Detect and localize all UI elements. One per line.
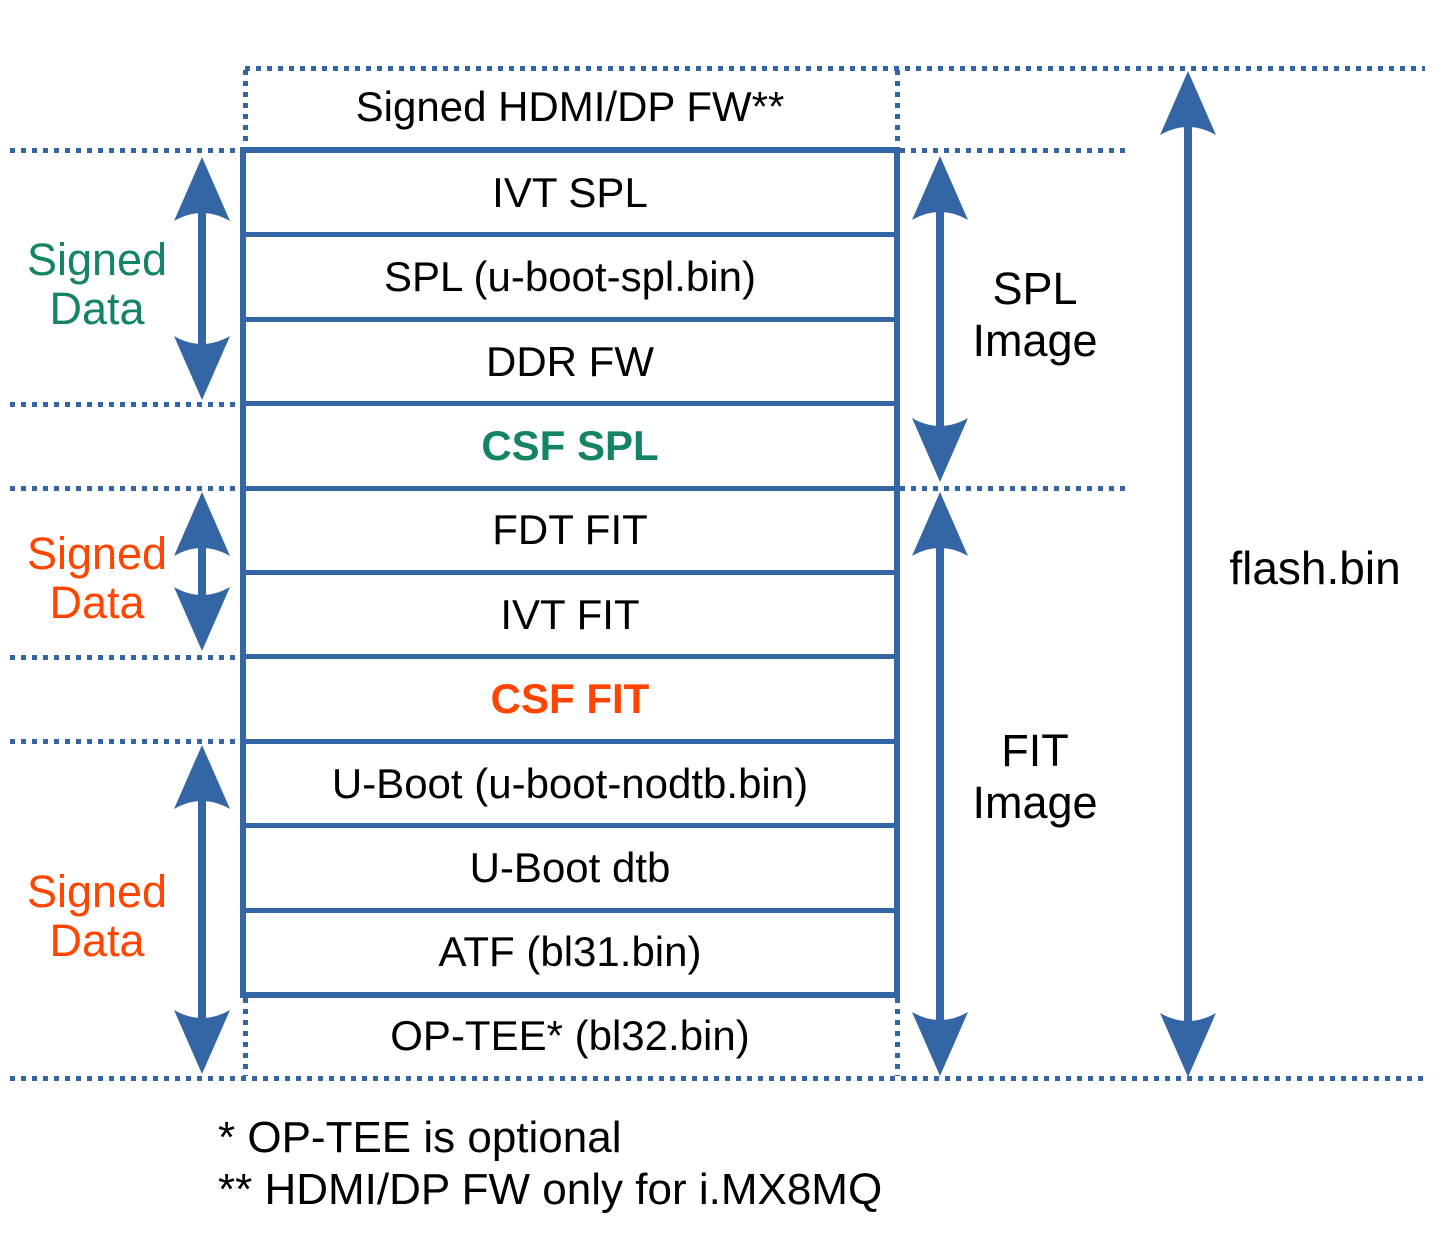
signed-data-label-spl: Signed Data bbox=[2, 235, 192, 333]
block-csf-spl: CSF SPL bbox=[246, 401, 894, 485]
block-op-tee: OP-TEE* (bl32.bin) bbox=[240, 996, 900, 1076]
block-csf-spl-label: CSF SPL bbox=[481, 421, 659, 469]
double-arrow-icon bbox=[912, 156, 968, 482]
block-csf-fit-label: CSF FIT bbox=[490, 675, 650, 723]
block-signed-hdmi-fw-label: Signed HDMI/DP FW** bbox=[355, 82, 785, 130]
block-ivt-spl-label: IVT SPL bbox=[492, 168, 648, 216]
signed-data-label-fit2-line1: Signed bbox=[26, 866, 168, 917]
block-uboot-dtb-label: U-Boot dtb bbox=[469, 843, 671, 891]
double-arrow-icon bbox=[174, 492, 230, 651]
block-atf: ATF (bl31.bin) bbox=[246, 907, 894, 992]
guide-bottom-dotted-line bbox=[10, 1076, 1425, 1081]
signed-data-label-fit2: Signed Data bbox=[2, 867, 192, 965]
optee-row-right-dotted-edge bbox=[895, 998, 900, 1076]
double-arrow-icon bbox=[174, 745, 230, 1074]
block-spl: SPL (u-boot-spl.bin) bbox=[246, 232, 894, 316]
footnotes: * OP-TEE is optional ** HDMI/DP FW only … bbox=[218, 1112, 882, 1216]
block-ddr-fw: DDR FW bbox=[246, 316, 894, 401]
fit-image-label-line1: FIT bbox=[1001, 725, 1069, 776]
block-csf-fit: CSF FIT bbox=[246, 654, 894, 738]
block-ivt-spl: IVT SPL bbox=[246, 153, 894, 232]
signed-data-label-fit1-line2: Data bbox=[49, 577, 145, 628]
block-signed-hdmi-fw: Signed HDMI/DP FW** bbox=[240, 66, 900, 147]
guide-left-dotted-uboot-top bbox=[10, 739, 240, 744]
guide-left-dotted-spl-top bbox=[10, 148, 240, 153]
memory-stack-box: IVT SPL SPL (u-boot-spl.bin) DDR FW CSF … bbox=[240, 147, 900, 998]
optee-row-left-dotted-edge bbox=[243, 998, 248, 1076]
signed-data-label-spl-line1: Signed bbox=[26, 234, 168, 285]
hdmi-row-left-dotted-edge bbox=[243, 70, 248, 148]
block-uboot-label: U-Boot (u-boot-nodtb.bin) bbox=[331, 759, 809, 807]
block-ddr-fw-label: DDR FW bbox=[486, 337, 654, 385]
block-ivt-fit-label: IVT FIT bbox=[500, 590, 640, 638]
guide-right-dotted-spl-top bbox=[900, 148, 1128, 153]
fit-image-label-line2: Image bbox=[972, 777, 1098, 828]
guide-left-dotted-ivtfit-bottom bbox=[10, 655, 240, 660]
block-ivt-fit: IVT FIT bbox=[246, 570, 894, 654]
signed-data-label-fit2-line2: Data bbox=[49, 915, 145, 966]
block-op-tee-label: OP-TEE* (bl32.bin) bbox=[390, 1012, 750, 1059]
signed-data-label-fit1-line1: Signed bbox=[26, 528, 168, 579]
signed-data-label-spl-line2: Data bbox=[49, 283, 145, 334]
footnote-optee: * OP-TEE is optional bbox=[218, 1113, 622, 1162]
double-arrow-icon bbox=[912, 492, 968, 1076]
footnote-hdmi: ** HDMI/DP FW only for i.MX8MQ bbox=[218, 1165, 883, 1214]
signed-data-label-fit1: Signed Data bbox=[2, 529, 192, 627]
spl-image-label: SPL Image bbox=[935, 263, 1135, 367]
double-arrow-icon bbox=[174, 157, 230, 400]
guide-left-dotted-ddr-bottom bbox=[10, 402, 240, 407]
flash-bin-label: flash.bin bbox=[1229, 542, 1401, 594]
double-arrow-icon bbox=[1160, 71, 1216, 1077]
fit-image-label: FIT Image bbox=[935, 725, 1135, 829]
block-fdt-fit-label: FDT FIT bbox=[492, 506, 648, 554]
spl-image-label-line2: Image bbox=[972, 315, 1098, 366]
block-uboot-dtb: U-Boot dtb bbox=[246, 823, 894, 907]
block-fdt-fit: FDT FIT bbox=[246, 485, 894, 570]
block-spl-label: SPL (u-boot-spl.bin) bbox=[384, 253, 756, 301]
spl-image-label-line1: SPL bbox=[992, 263, 1078, 314]
guide-left-dotted-fdt-top bbox=[10, 486, 240, 491]
guide-top-dotted-line bbox=[245, 66, 1425, 71]
block-atf-label: ATF (bl31.bin) bbox=[438, 928, 702, 976]
guide-right-dotted-fit-top bbox=[900, 486, 1128, 491]
block-uboot: U-Boot (u-boot-nodtb.bin) bbox=[246, 738, 894, 823]
hdmi-row-right-dotted-edge bbox=[895, 70, 900, 148]
